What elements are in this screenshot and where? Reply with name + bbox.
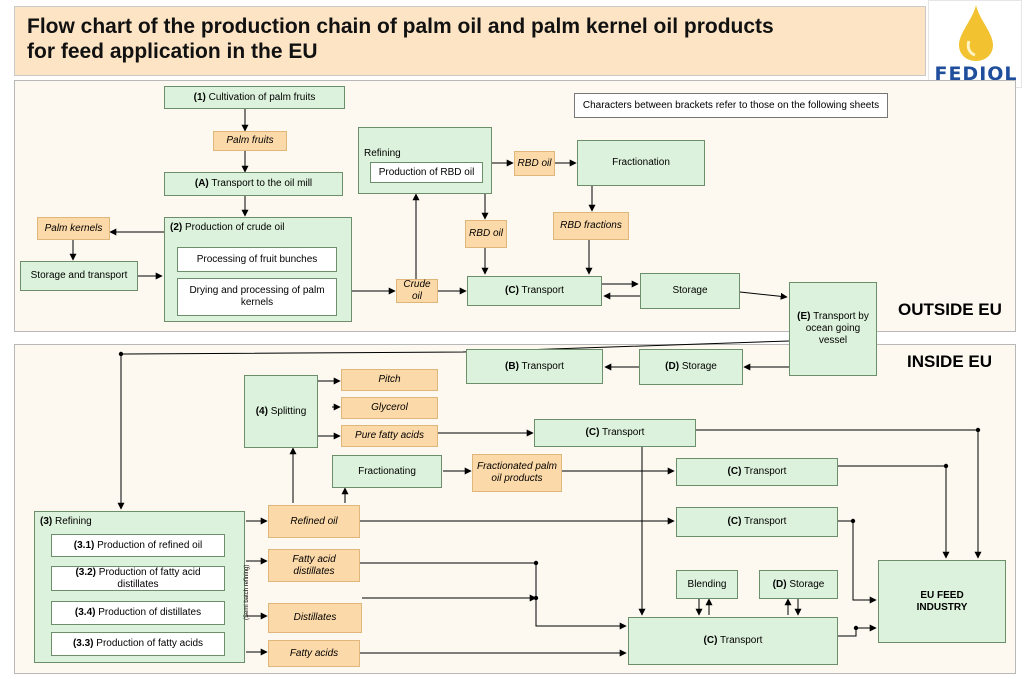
- box-transport-b: (B) Transport: [466, 349, 603, 384]
- box-rbd-oil-2: RBD oil: [465, 220, 507, 248]
- box-eu-feed-industry: EU FEED INDUSTRY: [878, 560, 1006, 643]
- box-glycerol: Glycerol: [341, 397, 438, 419]
- fediol-logo: FEDIOL: [928, 0, 1022, 88]
- bracket-note: Characters between brackets refer to tho…: [574, 93, 888, 118]
- logo-text: FEDIOL: [934, 63, 1018, 85]
- box-prod-fad: (3.2) Production of fatty acid distillat…: [51, 566, 225, 591]
- box-transport-c1: (C) Transport: [534, 419, 696, 447]
- arrow-fad-to-transport-c4: [360, 562, 627, 630]
- box-transport-ocean: (E) Transport by ocean going vessel: [789, 282, 877, 376]
- box-rbd-oil-1: RBD oil: [514, 151, 555, 176]
- title-banner: Flow chart of the production chain of pa…: [14, 6, 926, 76]
- box-pure-fatty-acids: Pure fatty acids: [341, 425, 438, 447]
- box-transport-c2: (C) Transport: [676, 458, 838, 486]
- box-storage-transport: Storage and transport: [20, 261, 138, 291]
- page-title-line-1: Flow chart of the production chain of pa…: [27, 15, 774, 38]
- box-prod-fatty-acids: (3.3) Production of fatty acids: [51, 632, 225, 656]
- box-transport-mill: (A) Transport to the oil mill: [164, 172, 343, 196]
- box-production-rbd: Production of RBD oil: [370, 162, 483, 183]
- arrow-transport-c2-to-feed: [838, 465, 950, 559]
- box-storage-d: (D) Storage: [639, 349, 743, 385]
- inside-eu-label: INSIDE EU: [907, 352, 993, 371]
- box-refined-oil: Refined oil: [268, 505, 360, 538]
- page-title-line-2: for feed application in the EU: [27, 40, 318, 63]
- box-fractionating: Fractionating: [332, 455, 442, 488]
- box-transport-c3: (C) Transport: [676, 507, 838, 537]
- box-processing-bunches: Processing of fruit bunches: [177, 247, 337, 272]
- box-palm-fruits: Palm fruits: [213, 131, 287, 151]
- oil-drop-icon: [959, 5, 993, 61]
- box-distillates: Distillates: [268, 603, 362, 633]
- box-transport-c4: (C) Transport: [628, 617, 838, 665]
- box-crude-oil: Crude oil: [396, 279, 438, 303]
- box-prod-refined: (3.1) Production of refined oil: [51, 534, 225, 557]
- box-prod-distillates: (3.4) Production of distillates: [51, 601, 225, 625]
- box-splitting: (4) Splitting: [244, 375, 318, 448]
- box-fatty-acid-distillates: Fatty acid distillates: [268, 549, 360, 582]
- box-fractionation: Fractionation: [577, 140, 705, 186]
- box-storage-outside: Storage: [640, 273, 740, 309]
- box-rbd-fractions: RBD fractions: [553, 212, 629, 240]
- arrow-storage-to-ocean: [739, 291, 788, 300]
- arrow-transport-c1-to-feed: [696, 429, 982, 559]
- arrow-transport-c4-to-feed: [838, 624, 877, 637]
- box-transport-c-outside: (C) Transport: [467, 276, 602, 306]
- box-palm-kernels: Palm kernels: [37, 217, 110, 240]
- box-refining: Refining: [358, 127, 492, 194]
- box-blending: Blending: [676, 570, 738, 599]
- line-ocean-to-top-bus: [120, 340, 790, 355]
- box-cultivation: (1) Cultivation of palm fruits: [164, 86, 345, 109]
- box-fractionated-products: Fractionated palm oil products: [472, 454, 562, 492]
- arrow-transport-c3-to-feed: [838, 520, 877, 604]
- box-fatty-acids: Fatty acids: [268, 640, 360, 667]
- outside-eu-label: OUTSIDE EU: [898, 300, 1002, 319]
- box-storage-d2: (D) Storage: [759, 570, 838, 599]
- box-pitch: Pitch: [341, 369, 438, 391]
- box-drying-kernels: Drying and processing of palm kernels: [177, 278, 337, 316]
- semi-batch-label: (Semi batch refining): [244, 564, 250, 620]
